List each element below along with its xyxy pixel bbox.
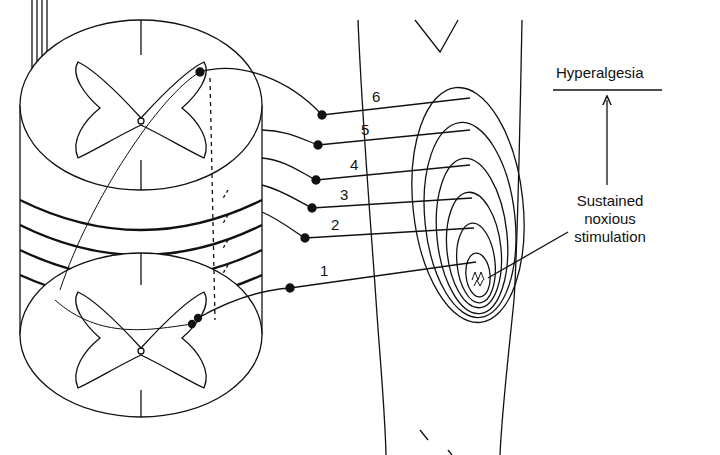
callout-number: 6 xyxy=(372,88,380,106)
stimulus-label: Sustained noxious stimulation xyxy=(562,192,658,246)
callout-number: 3 xyxy=(340,186,348,204)
hyperalgesia-zones xyxy=(401,82,535,328)
title-underline xyxy=(553,89,662,90)
afferent-fibres xyxy=(198,69,476,318)
progression-arrow xyxy=(606,100,607,185)
callout-number: 5 xyxy=(361,121,369,139)
callout-number: 2 xyxy=(331,216,339,234)
leg-outline xyxy=(358,20,522,455)
callout-number: 1 xyxy=(320,262,328,280)
spinal-cord-segments xyxy=(20,20,262,417)
stimulus-leader xyxy=(488,232,568,278)
callout-number: 4 xyxy=(350,156,358,174)
figure-heading: Hyperalgesia xyxy=(556,64,644,82)
